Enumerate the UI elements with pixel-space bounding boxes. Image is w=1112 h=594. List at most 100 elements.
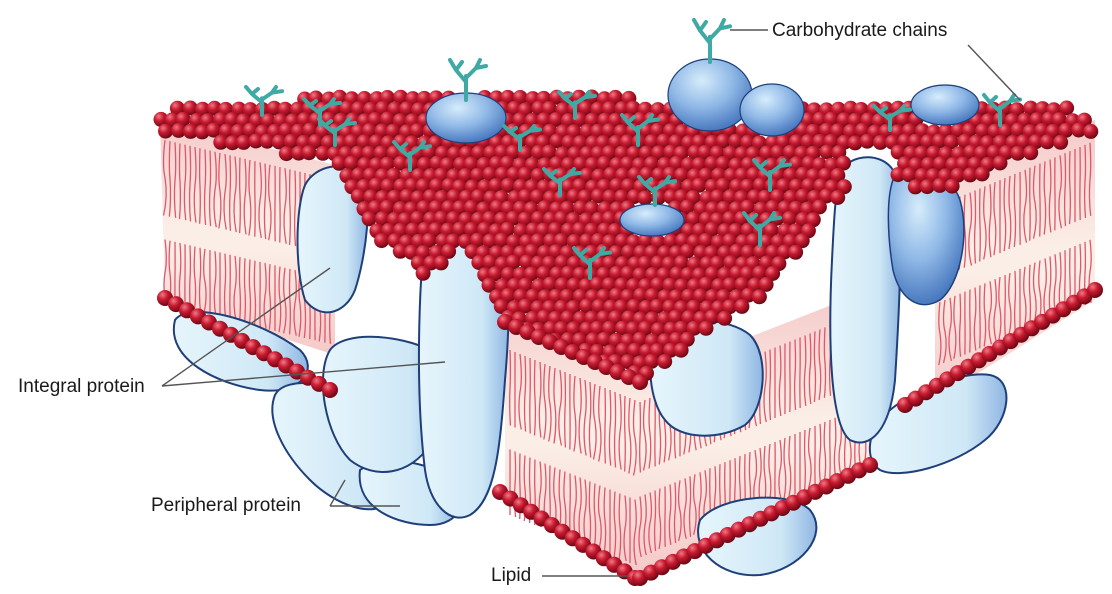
lipid-head [482,233,498,249]
lipid-head [361,211,377,227]
lipid-tail [639,401,642,473]
lipid-head [548,112,564,127]
lipid-head [213,134,229,150]
lipid-head [795,188,811,204]
lipid-head [932,156,948,172]
lipid-head [800,134,816,150]
lipid-head [441,243,457,259]
carbohydrate-chain [448,58,488,102]
lipid-tail [618,393,622,470]
lipid-head [530,144,546,160]
lipid-head [207,100,222,116]
lipid-tail [603,487,607,554]
label-peripheral-protein: Peripheral protein [151,495,301,516]
lipid-head [415,265,431,281]
lipid-tail [1004,275,1006,339]
left-bilayer-face [160,120,335,355]
lipid-head [559,288,575,304]
lipid-tail [162,139,167,216]
lipid-head [541,101,557,116]
lipid-tail [293,270,297,336]
lipid-head [963,144,979,160]
lipid-head [399,101,415,117]
lipid-tail [803,335,807,407]
lipid-head [704,155,720,171]
lipid-tail [1032,165,1037,239]
lipid-head [278,146,294,162]
lipid-head [601,277,617,293]
leader-integral-protein [161,267,331,387]
lipid-head [614,233,630,249]
lipid-head [914,145,929,161]
lipid-head [1039,134,1055,150]
lipid-tail [668,484,672,545]
lipid-head [710,234,726,250]
lipid-tail [168,141,172,217]
lipid-head [530,210,546,226]
lipid-head [662,277,678,293]
lipid-head [494,232,510,248]
lipid-head [248,133,264,149]
lipid-tail [564,371,567,448]
lipid-head [674,167,689,183]
lipid-tail [193,246,197,313]
lipid-head [644,134,660,150]
lipid-head [481,277,497,293]
lipid-head [277,101,293,117]
lipid-head [315,145,331,161]
carbohydrate-chain [872,104,912,132]
lipid-head [944,178,960,194]
carbohydrate-chain [620,113,660,147]
lipid-head [590,123,606,139]
lipid-head [836,179,852,195]
lipid-tail [818,423,822,485]
lipid-head [339,100,355,116]
lipid-head [302,122,318,138]
lipid-head [752,265,768,281]
lipid-tail [1088,142,1092,216]
lipid-head [751,289,767,305]
lipid-head [788,244,804,260]
lipid-head [506,166,522,182]
lipid-head [776,244,792,260]
lipid-head [745,233,761,249]
lipid-tail [1013,173,1017,247]
lipid-head [1087,282,1103,298]
lipid-head [393,89,409,105]
lipid-head [895,111,911,127]
lipid-head [553,321,569,336]
lipid-head [429,178,444,194]
lipid-head [638,299,654,315]
lipid-head [471,145,487,161]
carbohydrate-chain [982,93,1022,127]
lipid-tail [983,186,987,260]
lipid-tail [1058,155,1063,229]
lipid-tail [807,427,812,489]
lipid-head [385,123,401,139]
lipid-head [1058,122,1074,138]
lipid-tail [283,267,287,334]
lipid-head [331,155,347,171]
lipid-head [819,144,835,160]
lipid-tail [673,482,677,543]
lipid-head [644,353,659,369]
lipid-tail [823,421,827,483]
lipid-head [619,156,635,172]
lipid-head [657,354,673,369]
lipid-head [536,309,552,325]
lipid-head [171,122,187,138]
lipid-tail [1023,169,1028,243]
lipid-head [691,177,707,193]
lipid-tail [1068,151,1072,225]
lipid-tail [288,169,291,245]
lipid-tail [973,287,977,351]
lipid-tail [633,499,637,566]
lipid-tail [208,150,212,227]
lipid-tail [278,266,282,333]
lipid-head [753,244,769,260]
lipid-tail [979,188,981,262]
lipid-head [585,332,601,348]
carbohydrate-chain [742,211,782,247]
lipid-head [517,166,533,182]
lipid-head [332,89,348,105]
